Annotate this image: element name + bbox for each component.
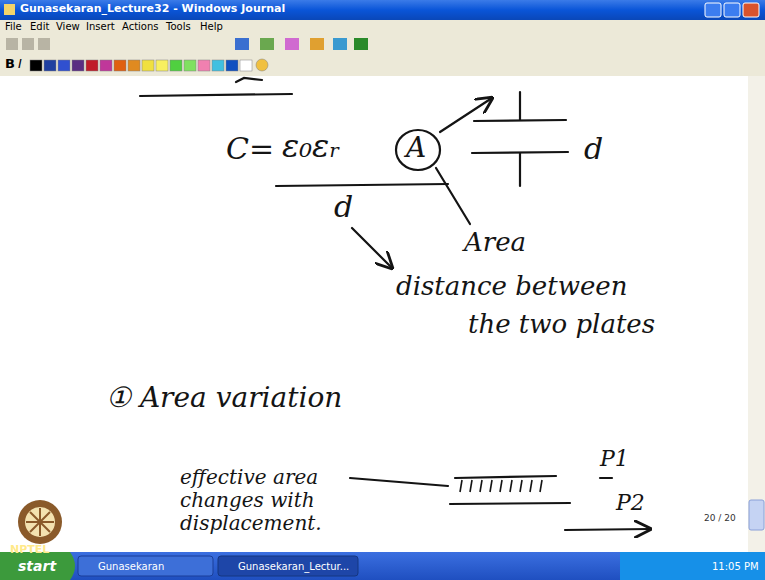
start-label: start	[18, 558, 56, 574]
page-counter: 20 / 20	[704, 513, 736, 523]
minimize-button	[705, 3, 721, 17]
toolbar-area	[0, 20, 765, 76]
note-text: effective area changes with displacement…	[180, 466, 340, 535]
formula-text: d	[334, 190, 353, 225]
note-text: the two plates	[468, 310, 655, 340]
formula-text: ε₀εᵣ	[282, 128, 340, 165]
window-title: Gunasekaran_Lecture32 - Windows Journal	[20, 3, 285, 16]
scroll-thumb	[749, 500, 764, 530]
task-button-active	[218, 556, 358, 576]
formula-text: A	[406, 132, 426, 164]
color-palette	[30, 59, 268, 71]
toolbar-icons	[6, 38, 368, 50]
menu-item: Edit	[30, 21, 49, 33]
menu-item: Help	[200, 21, 223, 33]
title-bar	[0, 0, 765, 20]
menu-item: Actions	[122, 21, 159, 33]
start-button	[0, 552, 75, 580]
menu-item: Insert	[86, 21, 115, 33]
logo-text: NPTEL	[10, 544, 49, 557]
menu-item: File	[5, 21, 22, 33]
task-label: Gunasekaran_Lectur...	[238, 561, 349, 573]
task-button	[78, 556, 213, 576]
note-canvas	[0, 76, 748, 552]
note-text: Area	[464, 228, 526, 258]
system-tray	[620, 552, 765, 580]
scrollbar	[748, 76, 765, 552]
menu-item: View	[56, 21, 80, 33]
plate-label: P2	[616, 490, 645, 515]
taskbar	[0, 552, 765, 580]
close-button	[743, 3, 759, 17]
task-label: Gunasekaran	[98, 561, 164, 573]
ink-strokes	[140, 78, 650, 530]
plate-label: P1	[600, 446, 629, 471]
section-heading: ① Area variation	[106, 382, 342, 414]
bold-button: B	[5, 57, 15, 72]
maximize-button	[724, 3, 740, 17]
menu-item: Tools	[166, 21, 191, 33]
clock: 11:05 PM	[712, 561, 759, 573]
dimension-label: d	[584, 132, 603, 167]
italic-button: I	[18, 57, 22, 72]
hatching	[460, 480, 542, 492]
formula-text: C=	[226, 132, 274, 167]
app-icon	[4, 4, 15, 15]
note-text: distance between	[396, 272, 627, 302]
nptel-logo	[18, 500, 62, 544]
